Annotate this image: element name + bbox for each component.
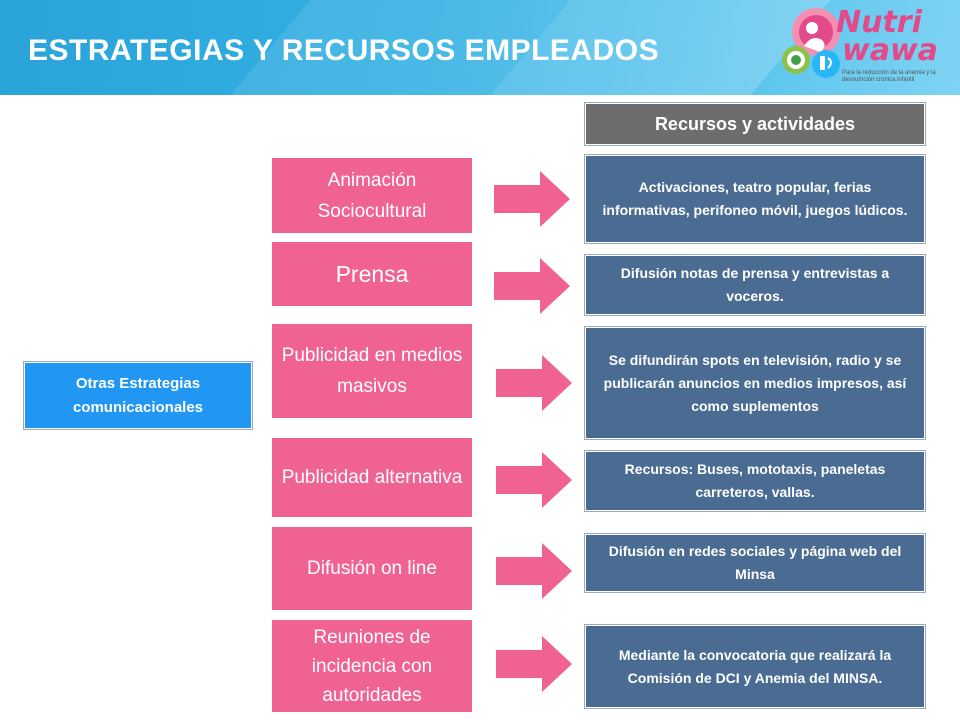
logo-tagline: Para la reducción de la anemia y la desn…	[842, 70, 936, 83]
root-strategy-box: Otras Estrategias comunicacionales	[24, 362, 252, 429]
resource-box: Recursos: Buses, mototaxis, paneletas ca…	[585, 451, 925, 511]
strategy-box: Reuniones de incidencia con autoridades	[272, 620, 472, 712]
logo-emblem-icon	[782, 8, 840, 78]
resource-box: Difusión notas de prensa y entrevistas a…	[585, 255, 925, 315]
strategy-box: Prensa	[272, 242, 472, 306]
strategy-box: Difusión on line	[272, 527, 472, 610]
logo-wordmark-wawa: wawa	[842, 33, 938, 68]
arrow-right-icon	[496, 543, 572, 599]
resource-box: Activaciones, teatro popular, ferias inf…	[585, 155, 925, 243]
resource-box: Difusión en redes sociales y página web …	[585, 534, 925, 592]
strategy-box: Animación Sociocultural	[272, 158, 472, 233]
arrow-right-icon	[496, 636, 572, 692]
arrow-right-icon	[494, 171, 570, 227]
strategy-box: Publicidad alternativa	[272, 438, 472, 517]
arrow-right-icon	[494, 258, 570, 314]
strategy-box: Publicidad en medios masivos	[272, 324, 472, 418]
resources-header: Recursos y actividades	[585, 103, 925, 145]
arrow-right-icon	[496, 452, 572, 508]
page-title: ESTRATEGIAS Y RECURSOS EMPLEADOS	[28, 34, 660, 67]
logo-wordmark-nutri: Nutri	[836, 5, 922, 40]
resource-box: Mediante la convocatoria que realizará l…	[585, 625, 925, 708]
arrow-right-icon	[496, 355, 572, 411]
title-banner: ESTRATEGIAS Y RECURSOS EMPLEADOS Nutri w…	[0, 0, 960, 95]
resource-box: Se difundirán spots en televisión, radio…	[585, 327, 925, 439]
nutriwawa-logo: Nutri wawa Para la reducción de la anemi…	[782, 2, 950, 90]
